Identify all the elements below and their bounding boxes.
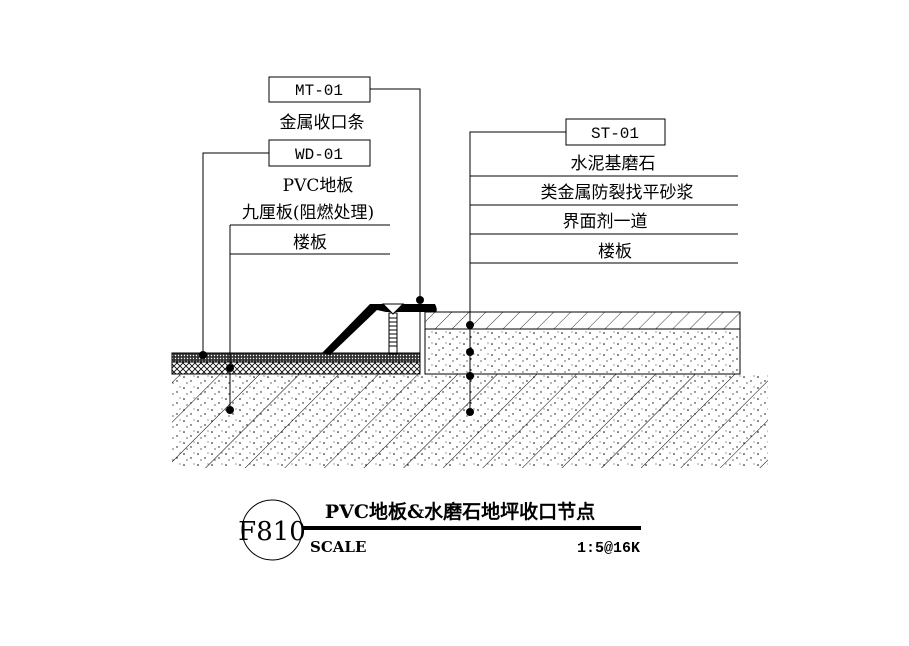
detail-code: F810 [238, 517, 306, 547]
pvc-layer [171, 352, 421, 363]
label-interface: 界面剂一道 [563, 212, 648, 232]
scale-value: 1:5@16K [577, 540, 640, 557]
scale-label: SCALE [310, 538, 366, 556]
tag-st-text: ST-01 [591, 125, 639, 143]
metal-edge-strip [322, 303, 437, 355]
label-plywood: 九厘板(阻燃处理) [242, 203, 374, 223]
leader-dots [199, 296, 474, 416]
tag-wd-text: WD-01 [295, 146, 343, 164]
title-block: F810 PVC地板&水磨石地坪收口节点 SCALE 1:5@16K [238, 499, 641, 561]
mortar-layer [424, 328, 741, 375]
tag-mt: MT-01 [268, 76, 371, 103]
label-metal-strip: 金属收口条 [280, 113, 365, 133]
plywood-layer [171, 361, 421, 375]
tag-st: ST-01 [565, 118, 666, 146]
terrazzo-layer [424, 311, 741, 330]
leader-lines [202, 88, 738, 412]
label-slab-right: 楼板 [598, 242, 632, 262]
label-terrazzo: 水泥基磨石 [571, 154, 656, 174]
label-pvc: PVC地板 [283, 176, 354, 196]
label-slab-left: 楼板 [293, 233, 327, 253]
label-mortar: 类金属防裂找平砂浆 [541, 183, 694, 203]
detail-title: PVC地板&水磨石地坪收口节点 [325, 500, 595, 523]
tag-wd: WD-01 [268, 139, 371, 167]
tag-mt-text: MT-01 [295, 82, 343, 100]
